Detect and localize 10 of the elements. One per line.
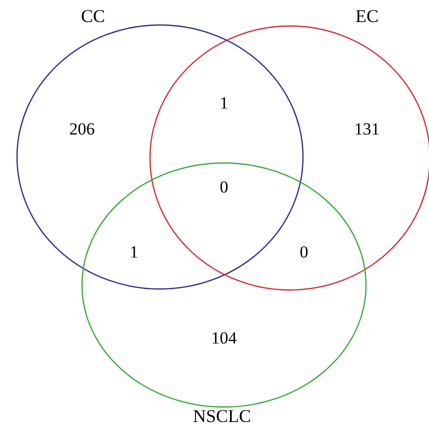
- set-label: EC: [355, 6, 378, 26]
- set-label: NSCLC: [192, 406, 252, 426]
- count-label: 131: [354, 120, 380, 138]
- count-label: 1: [220, 94, 228, 112]
- count-label: 1: [130, 244, 138, 260]
- count-label: 0: [300, 244, 308, 260]
- set-label: CC: [80, 6, 105, 26]
- count-label: 104: [211, 330, 237, 346]
- count-label: 0: [220, 178, 228, 196]
- count-label: 206: [69, 120, 95, 138]
